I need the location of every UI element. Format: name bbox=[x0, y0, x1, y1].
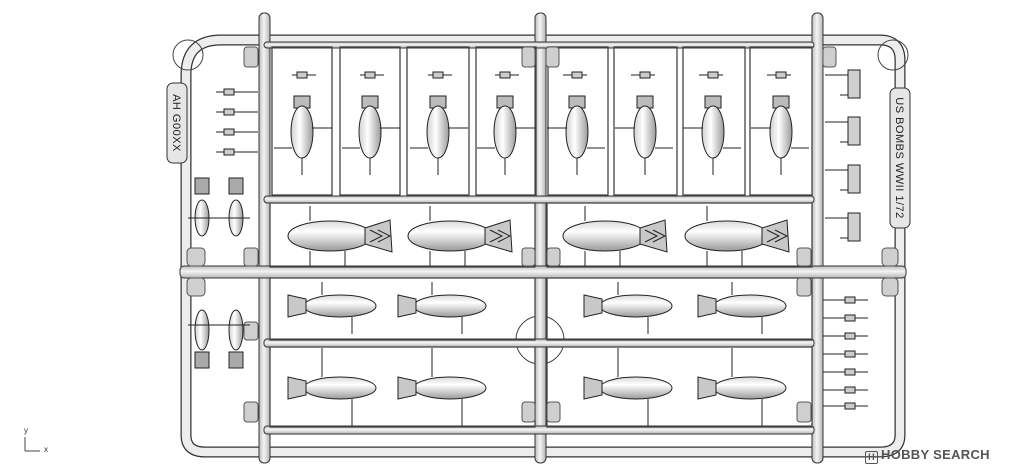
top-compartments bbox=[271, 46, 813, 196]
axis-y-label: y bbox=[24, 426, 28, 435]
outer-runner bbox=[180, 34, 906, 458]
bomb-frames bbox=[269, 202, 813, 428]
title-tag-text: US BOMBS WWII 1/72 bbox=[893, 97, 905, 218]
axis-gizmo bbox=[24, 437, 40, 452]
watermark-text: HOBBY SEARCH bbox=[881, 447, 990, 462]
axis-x-label: x bbox=[44, 445, 48, 454]
small-bombs-top bbox=[274, 71, 809, 175]
large-bombs-row1 bbox=[287, 206, 790, 266]
hobby-search-logo-icon: H bbox=[865, 451, 878, 464]
gate-tabs bbox=[186, 46, 899, 423]
code-tag: AH G00XX bbox=[166, 82, 188, 164]
code-tag-text: AH G00XX bbox=[170, 94, 182, 152]
right-side-parts bbox=[823, 69, 868, 410]
main-vertical-runners bbox=[258, 12, 824, 464]
left-side-parts bbox=[188, 88, 258, 369]
inner-horizontal-runners bbox=[179, 41, 907, 435]
medium-bombs bbox=[287, 282, 787, 426]
title-tag: US BOMBS WWII 1/72 bbox=[889, 87, 911, 229]
